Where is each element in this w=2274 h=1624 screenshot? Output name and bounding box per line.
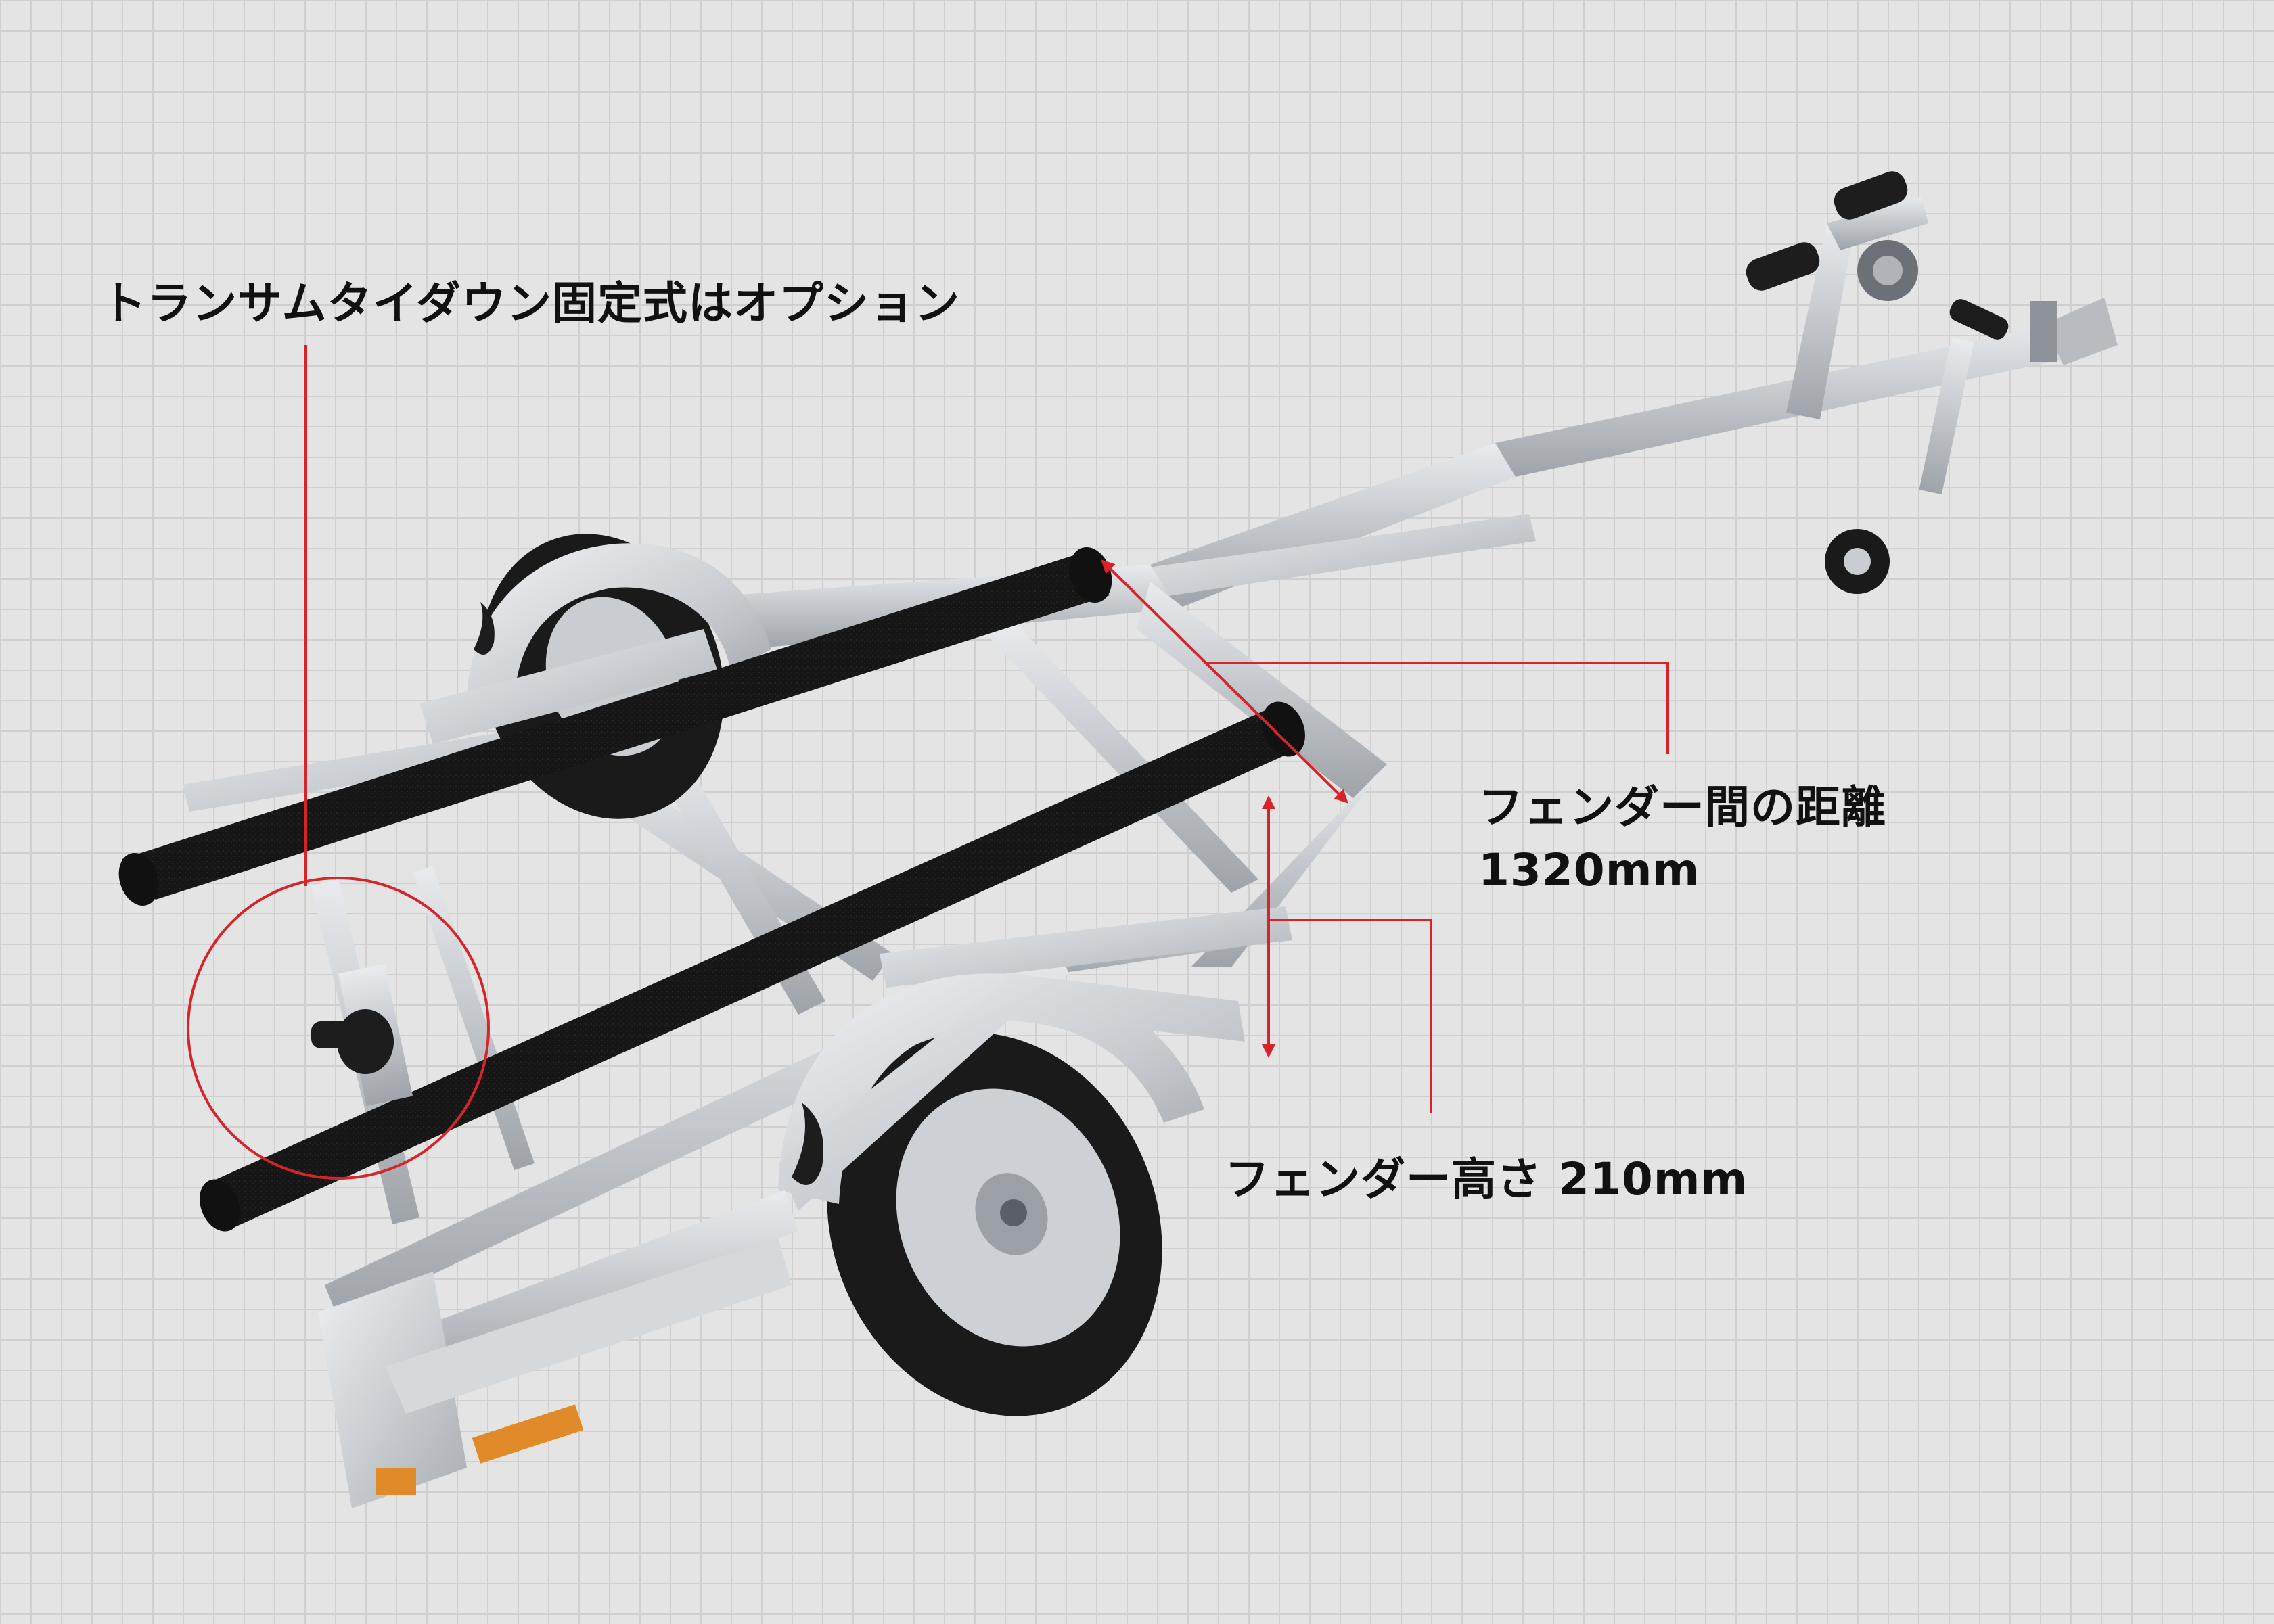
fender-distance-label: フェンダー間の距離 bbox=[1478, 781, 1886, 833]
transom-highlight-circle bbox=[187, 877, 490, 1180]
fender-height-leader bbox=[1269, 919, 1432, 1113]
near-wheel bbox=[827, 1032, 1162, 1416]
bow-roller bbox=[1746, 171, 1908, 291]
fender-height-label: フェンダー高さ 210mm bbox=[1225, 1153, 1748, 1205]
fender-distance-value: 1320mm bbox=[1478, 844, 1700, 896]
fender-distance-leader bbox=[1204, 662, 1669, 754]
fender-distance-arrow bbox=[1101, 559, 1348, 804]
annotation-lines bbox=[187, 345, 1669, 1180]
trailer-tongue bbox=[1143, 171, 2118, 609]
transom-tiedown-note: トランサムタイダウン固定式はオプション bbox=[101, 277, 961, 329]
far-fender bbox=[419, 543, 771, 744]
jockey-wheel bbox=[1825, 337, 1974, 594]
tail-light-bracket bbox=[318, 1238, 792, 1508]
transom-tie-down bbox=[311, 963, 413, 1107]
